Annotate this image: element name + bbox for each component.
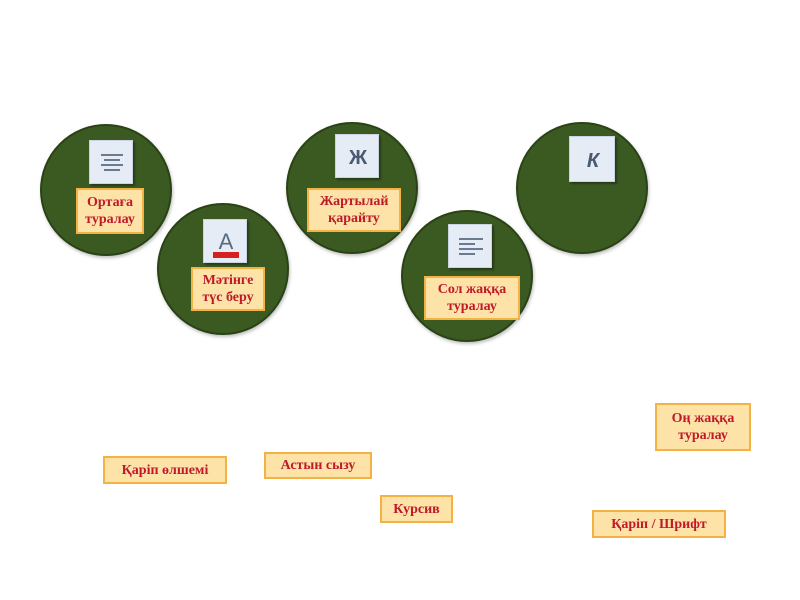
italic-glyph: К	[587, 150, 601, 172]
italic-icon[interactable]: К	[569, 136, 615, 182]
label-font-size[interactable]: Қаріп өлшемі	[103, 456, 227, 484]
bold-icon[interactable]: Ж	[335, 134, 379, 178]
label-underline[interactable]: Астын сызу	[264, 452, 372, 479]
align-center-icon[interactable]	[89, 140, 133, 184]
circle-center-align: Ортаға туралау	[40, 124, 172, 256]
label-italic[interactable]: Курсив	[380, 495, 453, 523]
label-bold[interactable]: Жартылай қарайту	[307, 188, 401, 232]
label-right-align[interactable]: Оң жаққа туралау	[655, 403, 751, 451]
align-left-icon[interactable]	[448, 224, 492, 268]
circle-bold: Ж Жартылай қарайту	[286, 122, 418, 254]
font-color-glyph: A	[219, 229, 234, 254]
label-font[interactable]: Қаріп / Шрифт	[592, 510, 726, 538]
circle-font-color: A Мәтінге түс беру	[157, 203, 289, 335]
circle-italic: К	[516, 122, 648, 254]
label-center-align[interactable]: Ортаға туралау	[76, 188, 144, 234]
label-left-align[interactable]: Сол жаққа туралау	[424, 276, 520, 320]
font-color-icon[interactable]: A	[203, 219, 247, 263]
label-font-color[interactable]: Мәтінге түс беру	[191, 267, 265, 311]
circle-left-align: Сол жаққа туралау	[401, 210, 533, 342]
bold-glyph: Ж	[348, 147, 368, 169]
